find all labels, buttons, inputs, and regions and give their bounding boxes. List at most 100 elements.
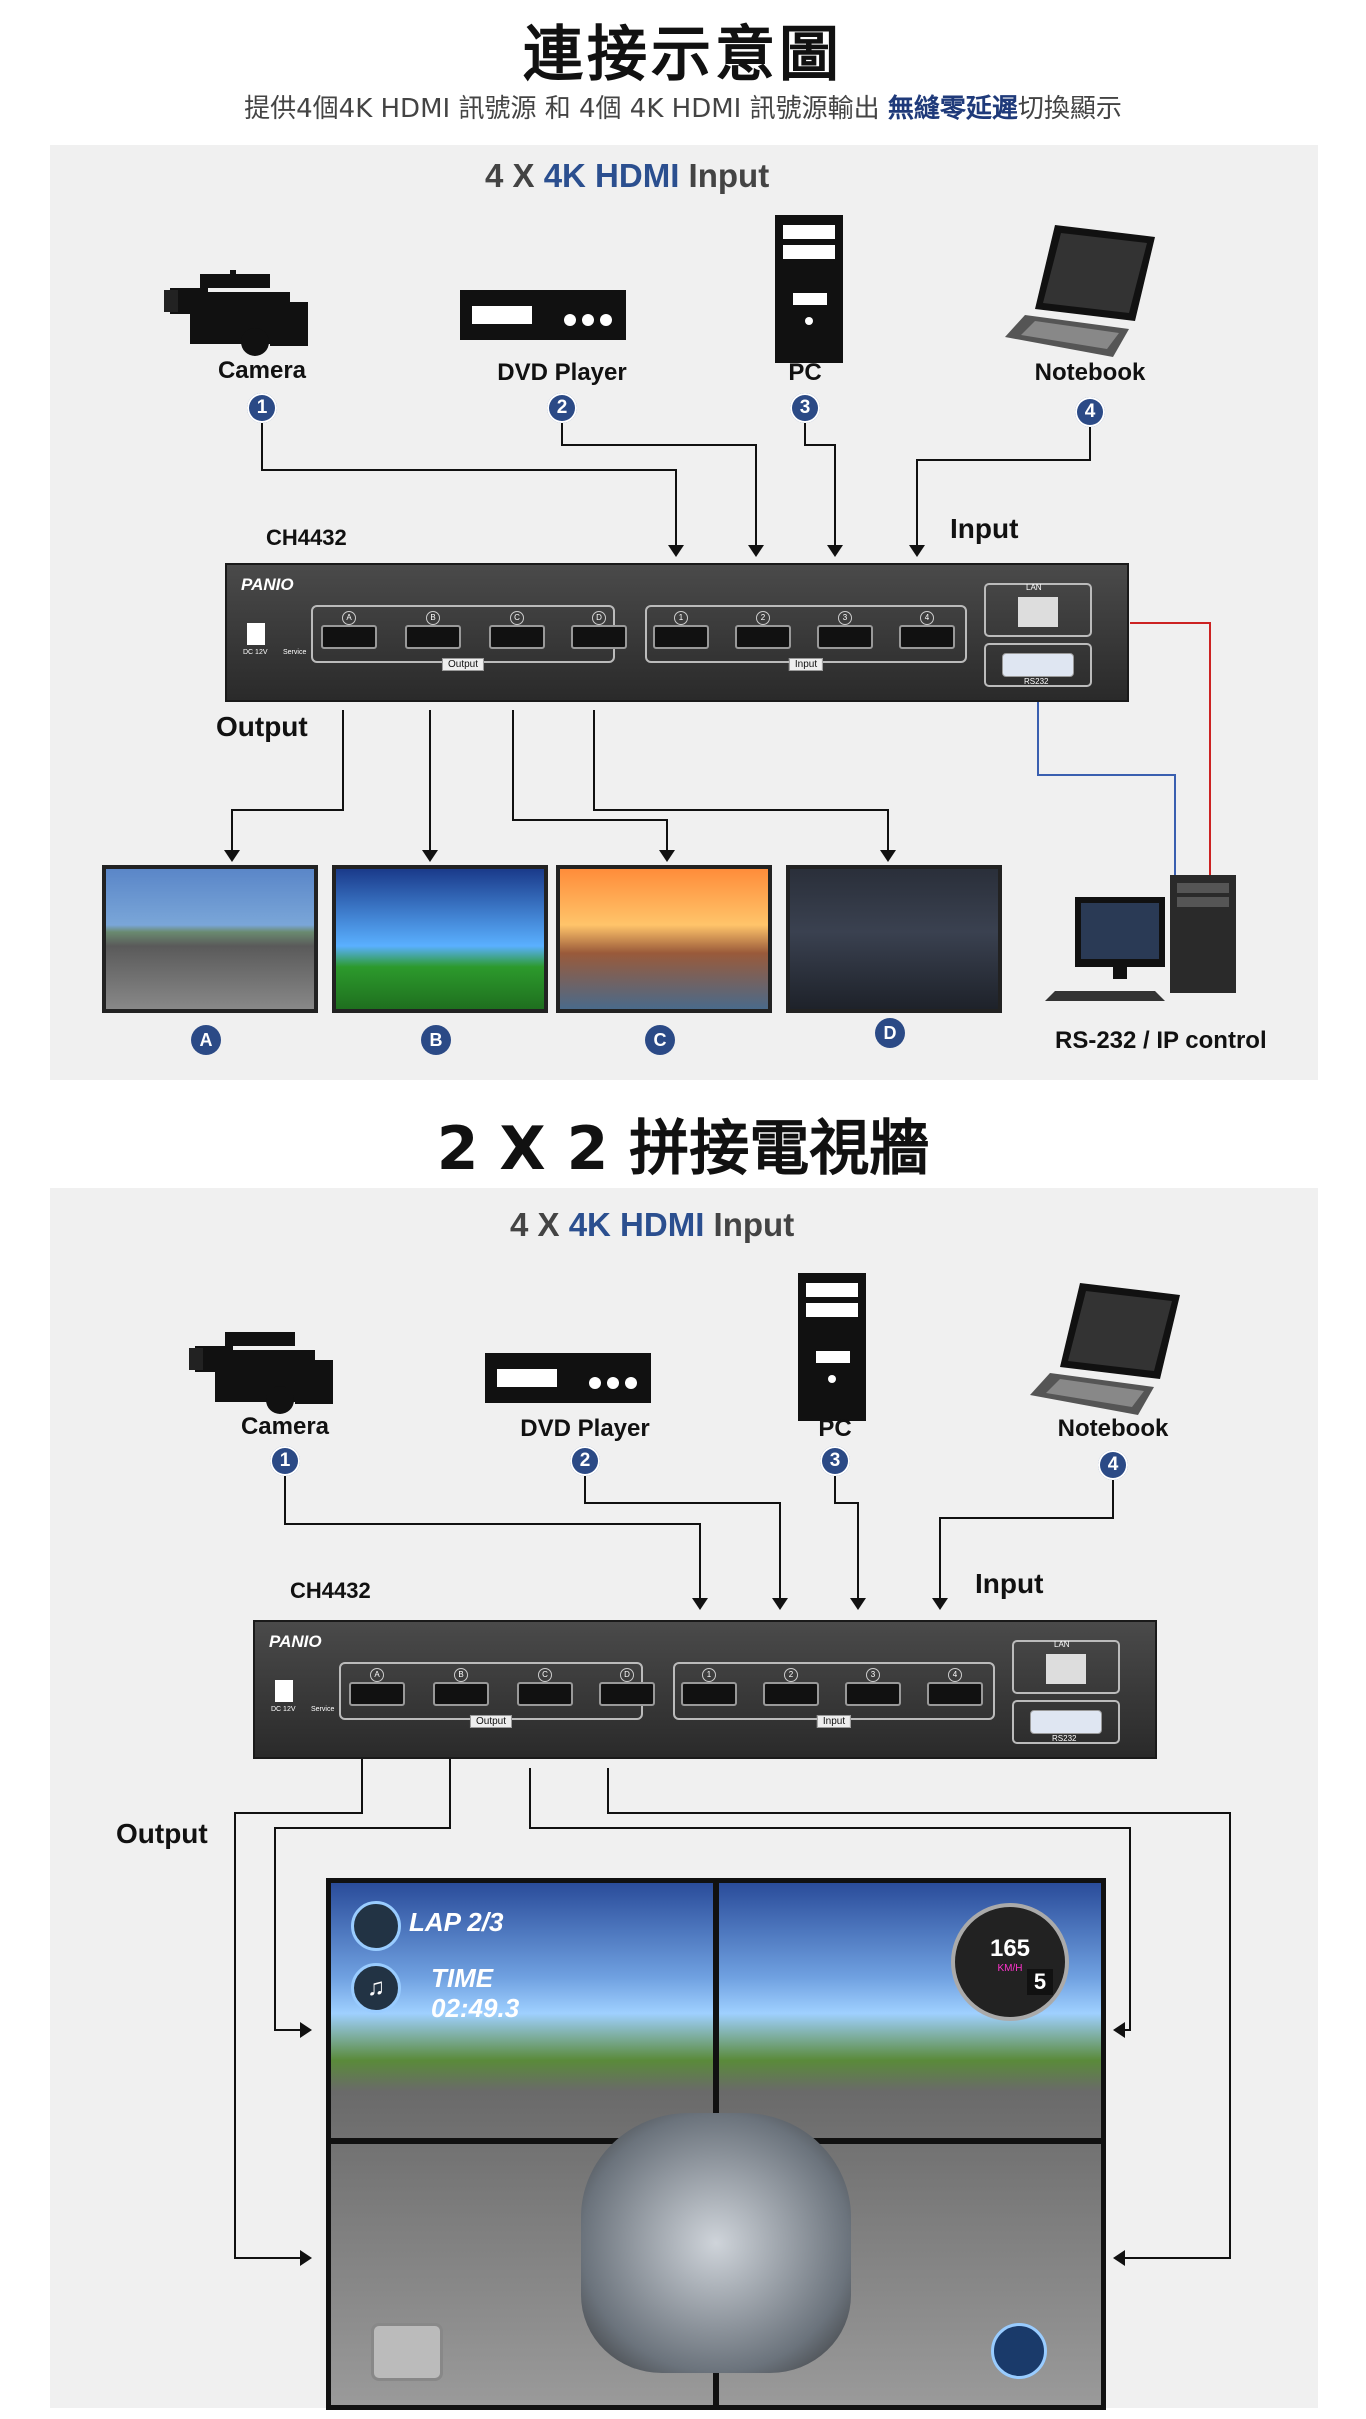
brand-logo: PANIO	[241, 575, 294, 594]
output-arrowheads	[224, 850, 896, 862]
source-number-2: 2	[570, 1446, 600, 1476]
hdmi-output-port-d: D	[571, 611, 627, 649]
matrix-switch-device: PANIO DC 12V Service Output A B C D Inpu…	[253, 1620, 1157, 1759]
input-title: 4 X 4K HDMI Input	[485, 157, 770, 194]
output-label: Output	[216, 711, 308, 742]
brand-logo: PANIO	[269, 1632, 322, 1651]
pc-tower-icon	[775, 215, 843, 363]
diagram1-graphics	[164, 215, 1236, 1001]
hdmi-input-port-4: 4	[899, 611, 955, 649]
speedometer-icon: 165 KM/H 5	[951, 1903, 1069, 2021]
lan-wire	[1130, 622, 1211, 883]
hdmi-output-port-d: D	[599, 1668, 655, 1706]
source-number-3: 3	[790, 393, 820, 423]
output-letter-a: A	[191, 1025, 221, 1055]
output-letter-b: B	[421, 1025, 451, 1055]
page-title: 連接示意圖	[523, 20, 843, 90]
service-label: Service	[283, 649, 307, 656]
hdmi-output-port-b: B	[433, 1668, 489, 1706]
subtitle-text-b: 切換顯示	[1017, 94, 1122, 124]
pc-label: PC	[788, 359, 822, 386]
subtitle-text-a: 提供4個4K HDMI 訊號源 和 4個 4K HDMI 訊號源輸出	[244, 94, 888, 124]
input-port-group: Input 1 2 3 4	[645, 605, 967, 671]
control-label: RS-232 / IP control	[1055, 1027, 1267, 1054]
hdmi-output-port-c: C	[517, 1668, 573, 1706]
dvd-player-label: DVD Player	[520, 1415, 650, 1442]
dc-label: DC 12V	[243, 649, 268, 656]
service-label: Service	[311, 1706, 335, 1713]
hdmi-input-port-3: 3	[845, 1668, 901, 1706]
input-label: Input	[975, 1568, 1044, 1599]
pause-icon	[351, 1901, 401, 1951]
output-port-group: Output A B C D	[311, 605, 627, 671]
source-number-1: 1	[247, 393, 277, 423]
output-letter-c: C	[645, 1025, 675, 1055]
camera-label: Camera	[217, 357, 307, 384]
brake-pedal-icon	[371, 2323, 443, 2381]
connection-diagram-panel: 4 X 4K HDMI Input	[50, 145, 1318, 1080]
tv-c-screen	[556, 865, 772, 1013]
video-wall: LAP 2/3 ♫ TIME 02:49.3 165 KM/H 5	[326, 1878, 1106, 2410]
game-lap-text: LAP 2/3	[409, 1907, 504, 1937]
input-port-group: Input 1 2 3 4	[673, 1662, 995, 1728]
notebook-icon	[1030, 1283, 1180, 1415]
output-arrowheads	[300, 2022, 1125, 2266]
control-pc-icon	[1045, 875, 1236, 1001]
notebook-label: Notebook	[1034, 359, 1146, 386]
hdmi-input-port-1: 1	[681, 1668, 737, 1706]
rs232-wire	[1037, 675, 1176, 883]
hdmi-input-port-1: 1	[653, 611, 709, 649]
diagram2-graphics	[189, 1273, 1231, 2266]
pc-tower-icon	[798, 1273, 866, 1421]
tv-a-screen	[102, 865, 318, 1013]
source-number-4: 4	[1075, 397, 1105, 427]
hdmi-output-port-c: C	[489, 611, 545, 649]
hdmi-input-port-3: 3	[817, 611, 873, 649]
dc-label: DC 12V	[271, 1706, 296, 1713]
source-number-3: 3	[820, 1446, 850, 1476]
output-letter-d: D	[875, 1018, 905, 1048]
model-label: CH4432	[266, 525, 347, 550]
video-wall-diagram-panel: 4 X 4K HDMI Input	[50, 1188, 1318, 2410]
camera-icon	[189, 1332, 333, 1414]
rs232-port: RS232	[1012, 1700, 1120, 1744]
input-arrowheads	[668, 545, 925, 557]
input-wires	[284, 1473, 1114, 1598]
nitro-icon	[991, 2323, 1047, 2379]
tv-b-screen	[332, 865, 548, 1013]
hdmi-input-port-2: 2	[763, 1668, 819, 1706]
rs232-port: RS232	[984, 643, 1092, 687]
power-jack-icon	[275, 1680, 293, 1702]
notebook-label: Notebook	[1057, 1415, 1169, 1442]
hdmi-input-port-2: 2	[735, 611, 791, 649]
page-subtitle: 提供4個4K HDMI 訊號源 和 4個 4K HDMI 訊號源輸出 無縫零延遲…	[0, 88, 1366, 125]
output-wires	[234, 1758, 1231, 2259]
input-wires	[261, 420, 1091, 545]
input-label: Input	[950, 513, 1019, 544]
camera-icon	[164, 270, 308, 356]
tv-d-screen	[786, 865, 1002, 1013]
game-time-value: 02:49.3	[431, 1993, 520, 2023]
hdmi-input-port-4: 4	[927, 1668, 983, 1706]
music-icon: ♫	[351, 1963, 401, 2013]
input-arrowheads	[692, 1598, 948, 1610]
matrix-switch-device: PANIO DC 12V Service Output A B C D Inpu…	[225, 563, 1129, 702]
source-number-2: 2	[547, 393, 577, 423]
source-number-4: 4	[1098, 1450, 1128, 1480]
dvd-player-icon	[460, 290, 626, 340]
dvd-player-icon	[485, 1353, 651, 1403]
lan-port: LAN	[984, 583, 1092, 637]
hdmi-output-port-a: A	[321, 611, 377, 649]
section-title-video-wall: 2 X 2 拼接電視牆	[436, 1114, 930, 1184]
output-port-group: Output A B C D	[339, 1662, 655, 1728]
game-time-label: TIME	[431, 1963, 494, 1993]
camera-label: Camera	[240, 1413, 330, 1440]
dvd-player-label: DVD Player	[497, 359, 627, 386]
input-title: 4 X 4K HDMI Input	[510, 1206, 795, 1243]
power-jack-icon	[247, 623, 265, 645]
notebook-icon	[1005, 225, 1155, 357]
lan-port: LAN	[1012, 1640, 1120, 1694]
hdmi-output-port-b: B	[405, 611, 461, 649]
output-label: Output	[116, 1818, 208, 1849]
pc-label: PC	[818, 1415, 852, 1442]
